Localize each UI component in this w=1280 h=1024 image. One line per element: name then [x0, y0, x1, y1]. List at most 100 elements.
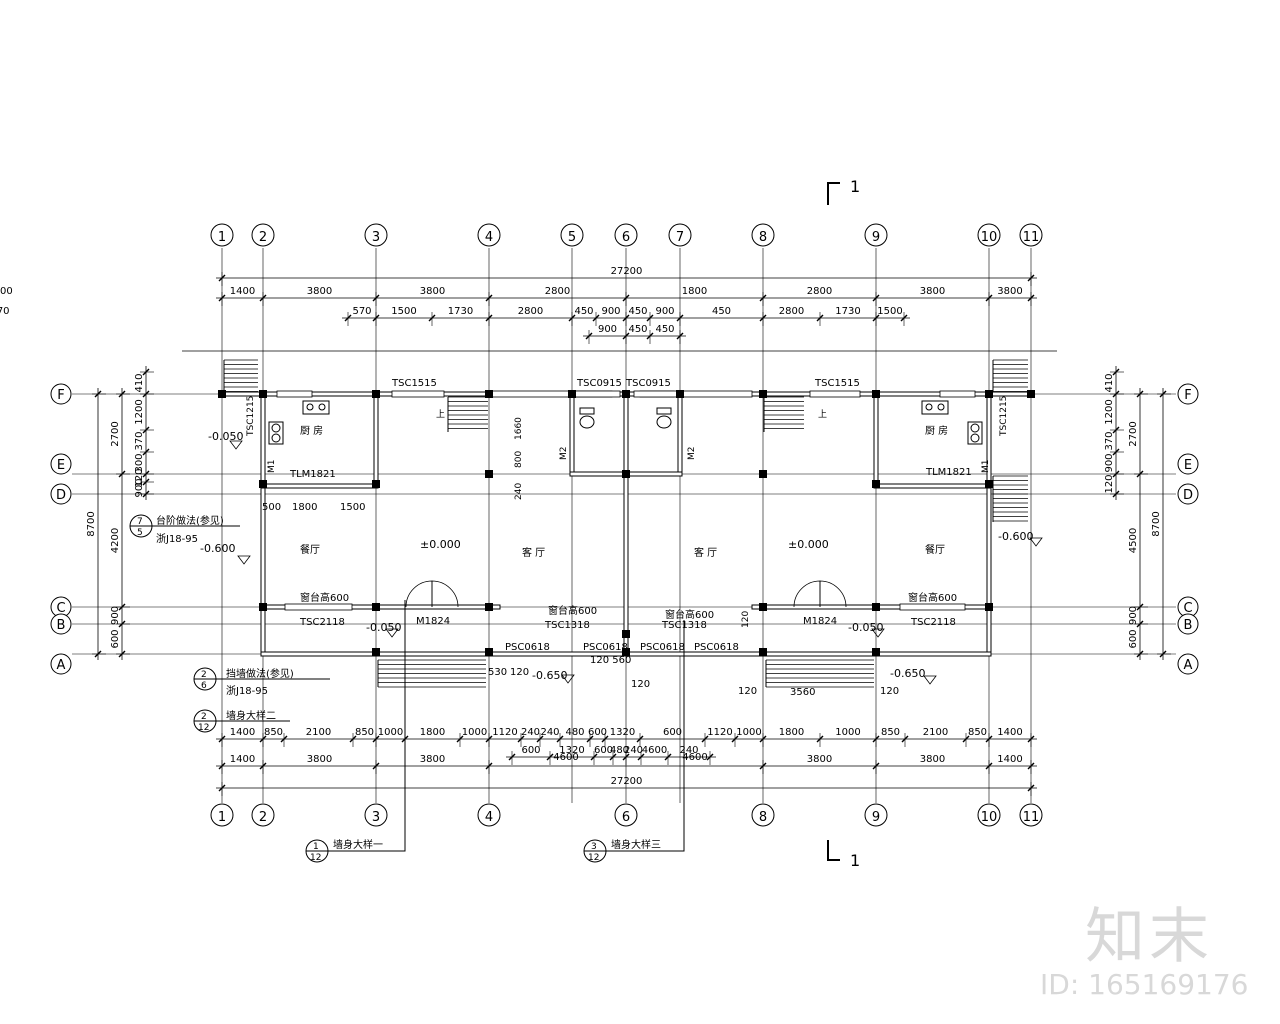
dim-bot1-label-8: 240 — [521, 727, 540, 738]
toilet-1 — [656, 407, 672, 429]
svg-text:8: 8 — [759, 810, 767, 825]
dim-bot1b-label-5: 4600 — [642, 745, 667, 756]
dim-bot1-label-13: 600 — [663, 727, 682, 738]
label-stair-up-right: 上 — [818, 409, 827, 420]
dim-left-parts-label-3: 600 — [110, 629, 121, 648]
wall-kitchen-right — [873, 391, 879, 487]
window-north-3 — [809, 390, 861, 398]
svg-text:7: 7 — [137, 517, 143, 527]
svg-text:11: 11 — [1023, 810, 1040, 825]
grid-bubble-left-D: D — [50, 483, 72, 505]
room-kitchen-left: 厨 房 — [300, 424, 323, 437]
dim-total-bottom-label-0: 27200 — [611, 776, 643, 787]
window-south-1 — [899, 603, 966, 611]
dim-bot1-label-15: 1000 — [736, 727, 761, 738]
dim-top2b-label-0: 900 — [598, 324, 617, 335]
level-050-kitchen-left: -0.050 — [208, 430, 243, 443]
svg-text:B: B — [57, 618, 66, 633]
window-north-6 — [491, 390, 621, 398]
dim-left-inner-label-0: 410 — [134, 373, 145, 392]
label-psc0618-2: PSC0618 — [583, 642, 628, 653]
structural-column-12 — [372, 480, 380, 488]
svg-text:7: 7 — [676, 230, 684, 245]
dim-right-inner-label-3: 900 — [1104, 453, 1115, 472]
wall-west — [260, 391, 266, 655]
grid-bubble-bottom-4: 4 — [477, 803, 501, 827]
dim-120-d: 120 — [631, 679, 650, 690]
wall-wc-right — [677, 391, 683, 475]
label-m1824-right: M1824 — [803, 616, 837, 627]
svg-text:4: 4 — [485, 230, 493, 245]
label-psc0618-3: PSC0618 — [640, 642, 685, 653]
dim-bot1-label-0: 1400 — [230, 727, 255, 738]
level-marker-5 — [923, 675, 937, 685]
svg-text:浙J18-95: 浙J18-95 — [226, 685, 268, 697]
sink-1 — [967, 421, 983, 445]
dim-bot1b-label-6: 240 — [679, 745, 698, 756]
label-tsc2118-right: TSC2118 — [910, 617, 956, 628]
grid-bubble-top-2: 2 — [251, 223, 275, 247]
grid-bubble-top-1: 1 — [210, 223, 234, 247]
dim-bot1-label-10: 480 — [565, 727, 584, 738]
svg-text:A: A — [1184, 658, 1193, 673]
stove-1 — [921, 400, 949, 415]
dim-bot1-label-11: 600 — [588, 727, 607, 738]
structural-column-11 — [259, 480, 267, 488]
dim-top2-label-12: 570 — [0, 306, 10, 317]
dim-top1-label-3: 2800 — [545, 286, 570, 297]
structural-column-18 — [259, 603, 267, 611]
dim-left-outer-label-0: 8700 — [86, 511, 97, 536]
dim-left-inner-label-3: 300 — [134, 453, 145, 472]
svg-text:E: E — [57, 458, 65, 473]
svg-text:1: 1 — [313, 842, 319, 852]
dim-3560: 3560 — [790, 687, 815, 698]
detail-note-1-12: 1 12 墙身大样一 — [305, 600, 406, 863]
svg-text:6: 6 — [201, 681, 207, 691]
structural-column-23 — [872, 603, 880, 611]
svg-text:2: 2 — [201, 712, 207, 722]
label-tsc1318-left: TSC1318 — [544, 620, 590, 631]
grid-bubble-bottom-8: 8 — [751, 803, 775, 827]
dim-bot2-label-1: 3800 — [307, 754, 332, 765]
structural-column-13 — [485, 470, 493, 478]
dim-top2b-label-1: 450 — [628, 324, 647, 335]
level-050-entry-right: -0.050 — [848, 621, 883, 634]
room-dining-left: 餐厅 — [300, 543, 320, 556]
grid-bubble-right-F: F — [1177, 383, 1199, 405]
svg-text:1: 1 — [218, 230, 226, 245]
label-m1824-left: M1824 — [416, 616, 450, 627]
structural-column-24 — [985, 603, 993, 611]
grid-bubble-top-6: 6 — [614, 223, 638, 247]
dim-bot-4600-left: 4600 — [553, 752, 578, 763]
dim-top2-label-8: 450 — [712, 306, 731, 317]
steps-nw — [223, 359, 258, 392]
dim-bot-4600-right: 4600 — [682, 752, 707, 763]
dim-1660: 1660 — [514, 417, 524, 440]
svg-text:C: C — [1183, 601, 1192, 616]
dim-top2-label-3: 2800 — [518, 306, 543, 317]
grid-bubble-bottom-11: 11 — [1019, 803, 1043, 827]
dim-bot1-label-5: 1800 — [420, 727, 445, 738]
label-tlm1821-left: TLM1821 — [289, 469, 336, 480]
dim-bot1-label-19: 2100 — [923, 727, 948, 738]
grid-bubble-top-7: 7 — [668, 223, 692, 247]
dim-right-inner-label-0: 410 — [1104, 373, 1115, 392]
dim-1800-left: 1800 — [292, 502, 317, 513]
dim-120-a: 120 — [738, 686, 757, 697]
structural-column-0 — [218, 390, 226, 398]
dim-240: 240 — [514, 483, 524, 500]
grid-bubble-right-B: B — [1177, 613, 1199, 635]
wall-east — [986, 391, 992, 655]
svg-text:10: 10 — [981, 230, 998, 245]
dim-top2-label-6: 450 — [628, 306, 647, 317]
label-tsc1215-left: TSC1215 — [246, 396, 256, 437]
stair-left — [447, 396, 488, 432]
dim-bot1-label-16: 1800 — [779, 727, 804, 738]
toilet-0 — [579, 407, 595, 429]
dim-top1-label-0: 1400 — [230, 286, 255, 297]
structural-column-4 — [568, 390, 576, 398]
svg-text:8: 8 — [759, 230, 767, 245]
grid-bubble-top-11: 11 — [1019, 223, 1043, 247]
dim-right-parts-label-0: 2700 — [1128, 421, 1139, 446]
